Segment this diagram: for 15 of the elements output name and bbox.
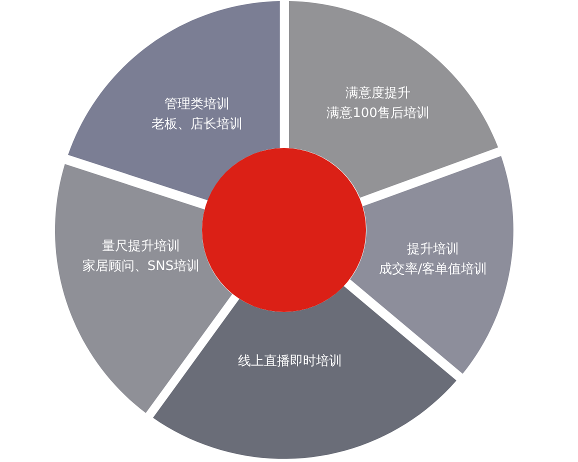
segment-title: 满意度提升	[346, 84, 410, 103]
center-circle	[202, 148, 366, 312]
pie-segment	[55, 164, 232, 413]
pie-segment	[68, 1, 280, 200]
segment-title: 提升培训	[406, 240, 459, 259]
pie-segment	[153, 286, 456, 459]
pie-segment	[288, 1, 498, 198]
segment-title: 量尺提升培训	[102, 238, 180, 256]
segment-label: 成交率/客单值培训	[378, 260, 488, 279]
segment-label: 线上直播即时培训	[238, 352, 342, 371]
segment-label: 满意100售后培训	[326, 104, 430, 123]
pie-segment	[350, 156, 513, 374]
segment-label: 家居顾问、SNS培训	[82, 258, 200, 276]
segment-label: 老板、店长培训	[151, 116, 242, 134]
segment-title: 管理类培训	[164, 96, 230, 114]
